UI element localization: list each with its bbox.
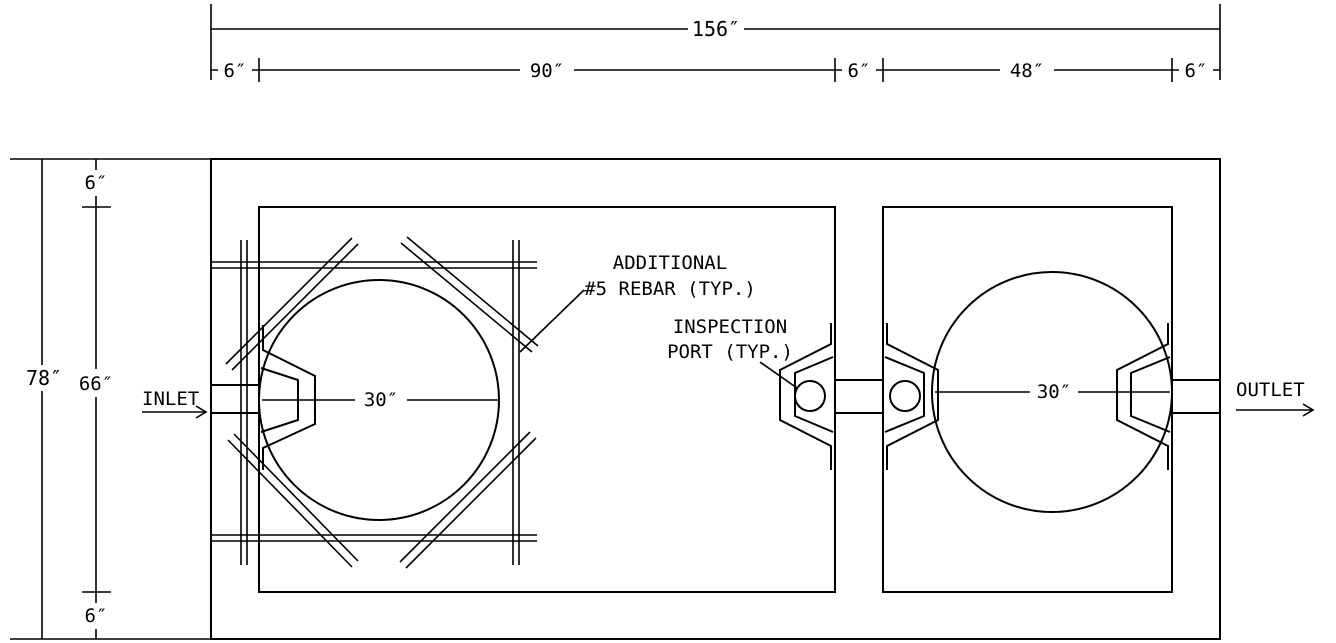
opening-1-circle <box>258 279 500 521</box>
width-wall-bottom-label: 6″ <box>85 605 108 627</box>
segment-dimensions: 6″ 90″ 6″ 48″ 6″ <box>211 58 1220 82</box>
outlet-label: OUTLET <box>1236 379 1305 401</box>
inlet-callout: INLET <box>142 388 208 419</box>
opening-1-label: 30″ <box>364 389 398 411</box>
opening-2-label: 30″ <box>1037 381 1071 403</box>
port-label-line2: PORT (TYP.) <box>667 341 793 363</box>
seg-wall-mid-label: 6″ <box>848 60 871 82</box>
rebar-callout: ADDITIONAL #5 REBAR (TYP.) <box>519 252 756 353</box>
overall-width-label: 78″ <box>26 366 62 390</box>
rebar-label-line2: #5 REBAR (TYP.) <box>584 278 756 300</box>
chamber-2 <box>882 206 1173 593</box>
inspection-port-right-circle <box>889 380 921 412</box>
inspection-port-right <box>884 323 939 470</box>
seg-chamber-1-label: 90″ <box>530 60 564 82</box>
inspection-port-callout: INSPECTION PORT (TYP.) <box>667 316 798 389</box>
rebar-label-line1: ADDITIONAL <box>613 252 727 274</box>
inlet-label: INLET <box>142 388 199 410</box>
inspection-port-left-circle <box>794 380 826 412</box>
inspection-port-left <box>779 323 834 470</box>
port-label-line1: INSPECTION <box>673 316 787 338</box>
opening-2-dimension: 30″ <box>935 379 1170 405</box>
width-interior-label: 66″ <box>79 373 113 395</box>
width-wall-top-label: 6″ <box>85 172 108 194</box>
outlet-pipe <box>1116 323 1220 470</box>
outlet-callout: OUTLET <box>1236 379 1315 417</box>
seg-chamber-2-label: 48″ <box>1010 60 1044 82</box>
overall-length-dimension: 156″ <box>210 4 1221 80</box>
overall-width-dimension: 78″ <box>10 158 211 640</box>
tank-outer-wall <box>210 158 1221 640</box>
inlet-pipe <box>211 325 316 470</box>
transfer-pipe <box>835 379 883 414</box>
opening-2-circle <box>931 271 1173 513</box>
rebar-cage <box>211 236 539 569</box>
seg-wall-left-label: 6″ <box>224 60 247 82</box>
seg-wall-right-label: 6″ <box>1185 60 1208 82</box>
opening-1-dimension: 30″ <box>262 387 498 413</box>
width-dimensions: 6″ 66″ 6″ <box>74 159 120 639</box>
overall-length-label: 156″ <box>692 17 740 41</box>
